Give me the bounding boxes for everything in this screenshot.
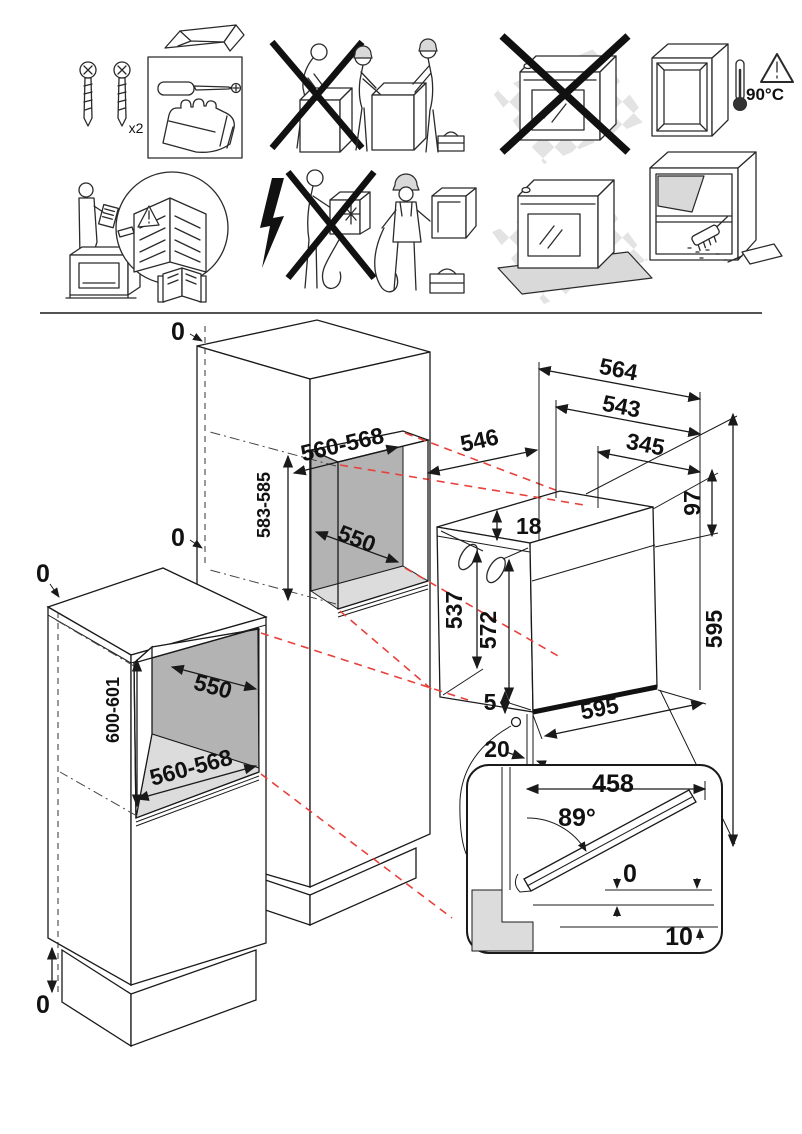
dim-oven-height-overall: 595 — [701, 610, 727, 649]
dust-specks — [687, 247, 728, 261]
mounting-bracket-icon — [164, 24, 245, 52]
warning-triangle-icon — [760, 53, 794, 83]
dim-tall-top-gap: 0 — [171, 318, 185, 346]
cabinet-heat-resistance-icon: 90°C — [651, 43, 794, 137]
clean-cabinet-icon — [649, 151, 783, 265]
open-book-warning-icon — [133, 197, 207, 273]
dim-oven-bottom-gap: 5 — [484, 689, 497, 715]
hard-hat-icon — [392, 173, 420, 191]
dim-oven-fascia-height: 97 — [679, 490, 705, 516]
dim-door-depth: 458 — [592, 770, 634, 798]
hand-brush-icon — [691, 216, 729, 252]
oven-drawing — [436, 490, 658, 774]
open-door — [514, 789, 697, 893]
spark-icon — [341, 203, 361, 225]
dim-door-angle: 89° — [558, 804, 596, 832]
max-temp-label: 90°C — [746, 85, 784, 104]
booklet-icon — [157, 267, 207, 303]
dim-door-flush: 0 — [623, 860, 637, 888]
cable-hole — [510, 716, 522, 728]
projection-lines — [260, 432, 585, 919]
prohibition-cross — [285, 169, 377, 281]
toolbox-icon — [437, 131, 465, 152]
dim-oven-rear-width: 345 — [624, 428, 667, 461]
door-detail-inset — [466, 764, 723, 954]
dim-tall-side-gap: 0 — [171, 524, 185, 552]
screws-tools-gloves-icon: x2 — [79, 24, 245, 159]
dim-oven-depth-front: 546 — [458, 423, 501, 456]
gloves-icon — [162, 98, 235, 153]
toolbox-icon — [429, 268, 465, 294]
dim-oven-cable-offset: 20 — [484, 736, 510, 762]
base-unit-drawing — [46, 567, 268, 1048]
dim-oven-rear-height: 537 — [441, 591, 467, 629]
two-person-lift-icon — [353, 38, 465, 153]
dim-base-top-gap: 0 — [36, 560, 50, 588]
prohibition-cross — [269, 39, 365, 151]
toe-kick-section — [471, 889, 534, 952]
safety-pictograms: x2 — [65, 24, 794, 304]
screw-count-label: x2 — [129, 120, 144, 136]
no-floor-placement-icon — [492, 33, 648, 164]
dim-oven-top-step: 18 — [516, 513, 542, 539]
qualified-electrician-icon — [260, 169, 477, 294]
prohibition-cross — [499, 33, 631, 155]
installation-diagram: 0 583-585 560-568 550 0 0 600-601 550 56… — [36, 318, 739, 1048]
dim-tall-niche-height: 583-585 — [254, 472, 274, 538]
protective-mat-icon — [492, 179, 653, 304]
dustpan-icon — [727, 243, 783, 265]
door-angle-arc — [526, 817, 587, 852]
read-manual-icon — [65, 171, 229, 303]
swept-area — [657, 175, 705, 213]
dim-base-bottom-gap: 0 — [36, 991, 50, 1019]
dim-door-clearance: 10 — [665, 923, 693, 951]
screw-icon — [79, 61, 131, 127]
dimension-lines — [46, 333, 739, 994]
reader-head — [78, 182, 94, 198]
dim-base-niche-height: 600-601 — [103, 677, 123, 743]
dim-oven-front-height: 572 — [475, 611, 501, 649]
no-single-person-lift-icon — [269, 39, 365, 153]
lightning-bolt-icon — [260, 178, 284, 268]
thermometer-icon — [733, 59, 747, 111]
vent-slot-icon — [486, 556, 506, 584]
screwdriver-icon — [157, 81, 242, 96]
dim-oven-depth-body: 543 — [600, 390, 643, 423]
